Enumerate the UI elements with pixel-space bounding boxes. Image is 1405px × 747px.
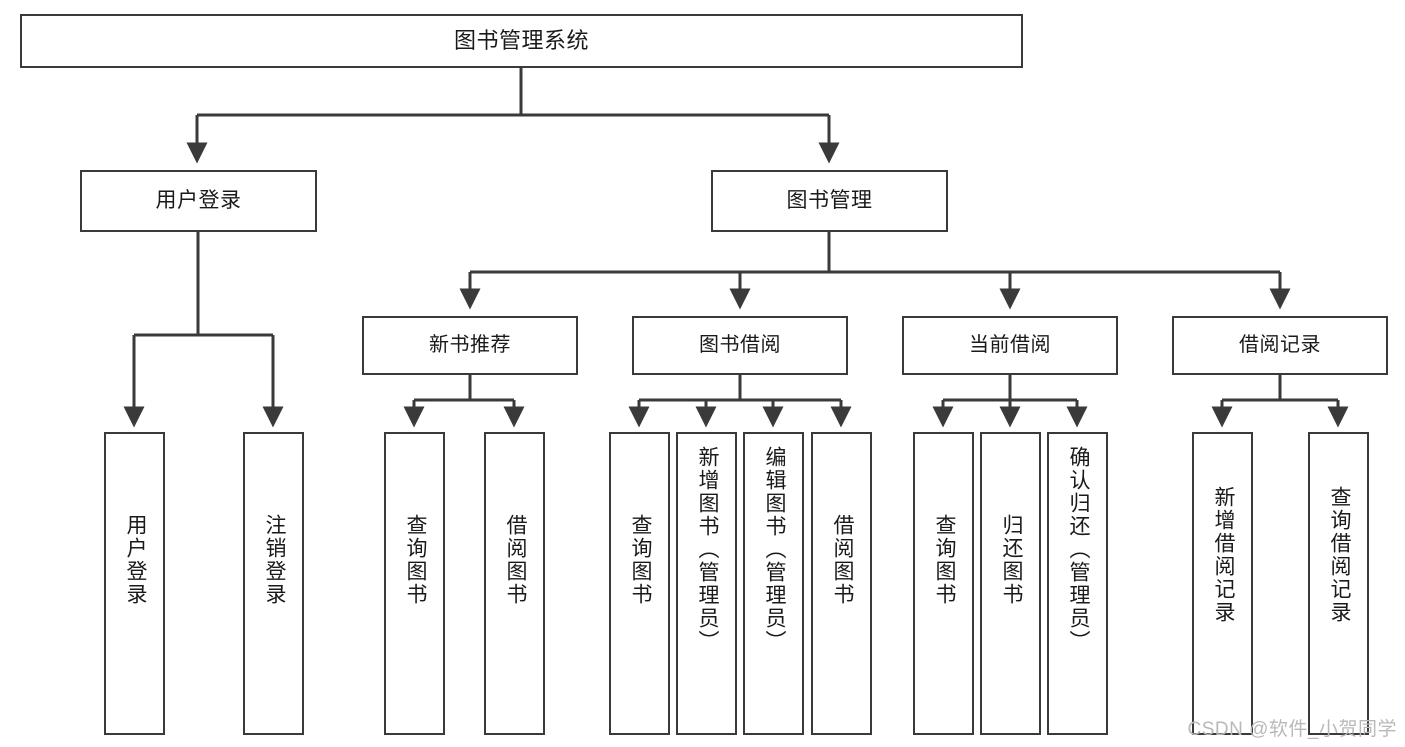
- node-root[interactable]: 图书管理系统: [20, 14, 1023, 68]
- leaf-return-book[interactable]: 归还图书: [980, 432, 1041, 735]
- leaf-confirm-return[interactable]: 确认归还（管理员）: [1047, 432, 1108, 735]
- leaf-user-login-label: 用户登录: [123, 514, 147, 606]
- node-book-manage-label: 图书管理: [786, 189, 873, 213]
- node-root-label: 图书管理系统: [453, 27, 589, 53]
- leaf-add-record-label: 新增借阅记录: [1211, 486, 1235, 624]
- leaf-query-record[interactable]: 查询借阅记录: [1308, 432, 1369, 735]
- node-new-book-recommend-label: 新书推荐: [429, 334, 511, 357]
- node-user-login[interactable]: 用户登录: [80, 170, 317, 232]
- leaf-borrow-book-1[interactable]: 借阅图书: [484, 432, 545, 735]
- leaf-edit-book-label: 编辑图书（管理员）: [762, 446, 786, 653]
- node-new-book-recommend[interactable]: 新书推荐: [362, 316, 578, 375]
- leaf-borrow-book-1-label: 借阅图书: [503, 514, 527, 606]
- leaf-borrow-book-2[interactable]: 借阅图书: [811, 432, 872, 735]
- leaf-query-book-2[interactable]: 查询图书: [609, 432, 670, 735]
- leaf-query-book-1[interactable]: 查询图书: [384, 432, 445, 735]
- leaf-return-book-label: 归还图书: [999, 514, 1023, 606]
- node-book-manage[interactable]: 图书管理: [711, 170, 948, 232]
- leaf-add-book-label: 新增图书（管理员）: [695, 446, 719, 653]
- leaf-query-book-3[interactable]: 查询图书: [913, 432, 974, 735]
- node-user-login-label: 用户登录: [155, 189, 242, 213]
- node-borrow-record-label: 借阅记录: [1239, 334, 1321, 357]
- leaf-user-login[interactable]: 用户登录: [104, 432, 165, 735]
- node-borrow-record[interactable]: 借阅记录: [1172, 316, 1388, 375]
- leaf-logout-login-label: 注销登录: [262, 514, 286, 606]
- leaf-add-record[interactable]: 新增借阅记录: [1192, 432, 1253, 735]
- leaf-logout-login[interactable]: 注销登录: [243, 432, 304, 735]
- leaf-confirm-return-label: 确认归还（管理员）: [1066, 446, 1090, 653]
- leaf-edit-book[interactable]: 编辑图书（管理员）: [743, 432, 804, 735]
- leaf-query-book-3-label: 查询图书: [932, 514, 956, 606]
- leaf-borrow-book-2-label: 借阅图书: [830, 514, 854, 606]
- leaf-query-book-2-label: 查询图书: [628, 514, 652, 606]
- watermark-text: CSDN @软件_小贺同学: [1187, 719, 1397, 740]
- leaf-query-book-1-label: 查询图书: [403, 514, 427, 606]
- leaf-query-record-label: 查询借阅记录: [1327, 486, 1351, 624]
- leaf-add-book[interactable]: 新增图书（管理员）: [676, 432, 737, 735]
- node-current-borrow[interactable]: 当前借阅: [902, 316, 1118, 375]
- node-book-borrow[interactable]: 图书借阅: [632, 316, 848, 375]
- node-current-borrow-label: 当前借阅: [969, 334, 1051, 357]
- node-book-borrow-label: 图书借阅: [699, 334, 781, 357]
